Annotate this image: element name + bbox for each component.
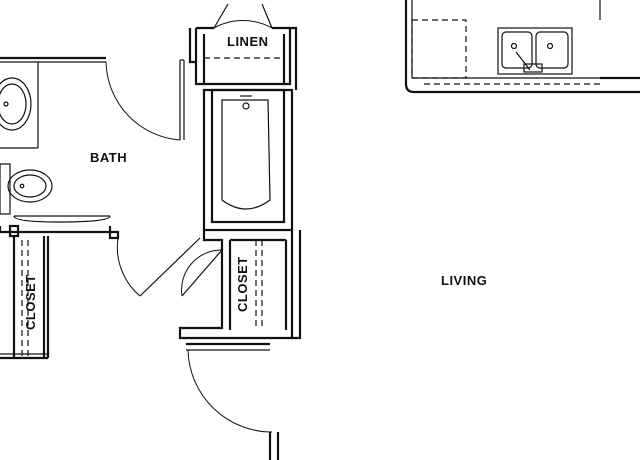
toilet-icon — [0, 163, 53, 215]
center-closet — [178, 230, 302, 340]
bath-sink-icon — [0, 77, 32, 131]
closet-door-swing — [116, 237, 201, 297]
entry-door — [186, 342, 280, 460]
room-label-closet-left: CLOSET — [23, 274, 38, 330]
bath-vanity — [0, 56, 106, 149]
left-closet — [0, 215, 120, 360]
room-label-linen: LINEN — [227, 34, 269, 49]
room-label-living: LIVING — [441, 273, 487, 288]
bath-door-swing — [105, 59, 185, 141]
bathtub — [202, 88, 294, 232]
kitchen-counter — [404, 0, 640, 94]
linen-closet — [188, 3, 298, 90]
kitchen-sink-icon — [497, 27, 573, 75]
room-label-bath: BATH — [90, 150, 127, 165]
room-label-closet-center: CLOSET — [235, 256, 250, 312]
